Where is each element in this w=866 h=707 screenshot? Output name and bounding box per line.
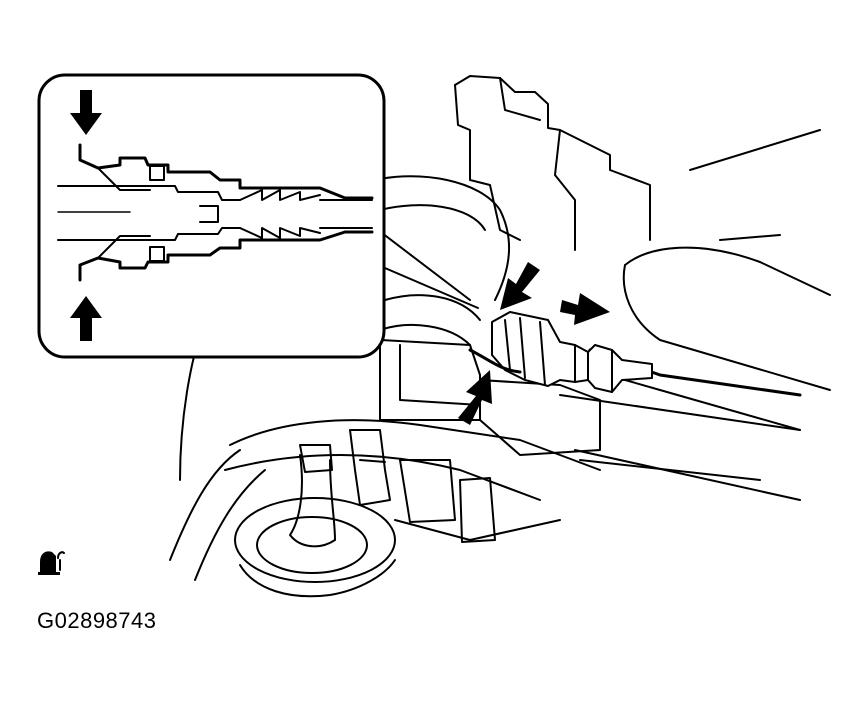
pull-arrow-right-icon — [560, 293, 610, 325]
hand-grip-symbol-icon — [38, 551, 65, 575]
main-callout-arrows — [458, 262, 610, 425]
inset-frame — [37, 73, 386, 359]
connector-section-lower — [78, 230, 374, 282]
connector-section-upper — [78, 143, 374, 200]
figure-id-label: G02898743 — [37, 608, 157, 633]
press-arrow-bottom-icon — [458, 370, 492, 425]
squeeze-arrow-bottom-icon — [70, 296, 102, 341]
inset-leader-line — [377, 229, 479, 309]
quick-connector — [468, 311, 653, 393]
engine-bay-background — [169, 75, 831, 598]
detail-inset — [37, 73, 386, 359]
squeeze-arrow-top-icon — [70, 90, 102, 135]
press-arrow-top-icon — [500, 262, 540, 310]
